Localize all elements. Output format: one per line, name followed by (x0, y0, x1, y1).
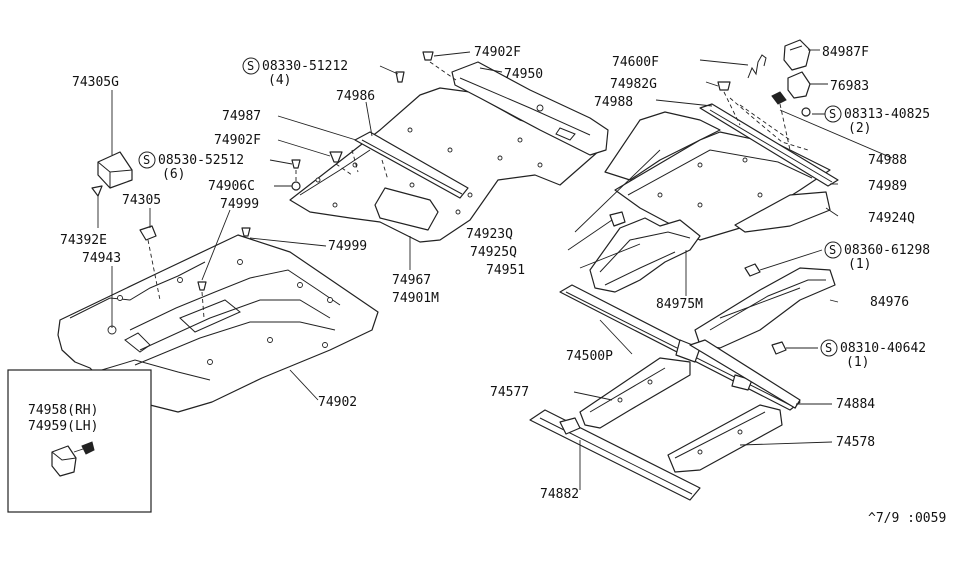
label-74901M: 74901M (392, 291, 439, 306)
label-74305G: 74305G (72, 75, 119, 90)
label-08310-qty: (1) (846, 355, 869, 370)
bolt-08360-61298 (744, 263, 761, 277)
label-74578: 74578 (836, 435, 875, 450)
svg-text:S: S (829, 243, 836, 257)
label-74943: 74943 (82, 251, 121, 266)
label-08330-qty: (4) (268, 73, 291, 88)
label-08530-qty: (6) (162, 167, 185, 182)
label-74951: 74951 (486, 263, 525, 278)
leader-lines (97, 49, 893, 490)
cap-74982G (717, 81, 741, 126)
label-74884: 74884 (836, 397, 875, 412)
rail-74884 (689, 339, 801, 409)
label-74923Q: 74923Q (466, 227, 513, 242)
label-74902: 74902 (318, 395, 357, 410)
label-76983: 76983 (830, 79, 869, 94)
label-74982G: 74982G (610, 77, 657, 92)
label-08360-qty: (1) (848, 257, 871, 272)
label-74392E: 74392E (60, 233, 107, 248)
bolt-08310-40642 (771, 341, 787, 355)
insulator-74950 (451, 61, 609, 156)
label-74882: 74882 (540, 487, 579, 502)
label-74305: 74305 (122, 193, 161, 208)
dashed-guides-center (295, 149, 389, 182)
label-74924Q: 74924Q (868, 211, 915, 226)
label-74986: 74986 (336, 89, 375, 104)
label-74902F-top: 74902F (474, 45, 521, 60)
dashed-guides-right (729, 97, 809, 151)
label-74999-center: 74999 (328, 239, 367, 254)
screw-symbol-08530: S (138, 151, 156, 169)
label-74500P: 74500P (566, 349, 613, 364)
clip-74392E (91, 185, 103, 197)
svg-text:S: S (143, 153, 150, 167)
rail-74578 (667, 404, 783, 473)
clip-74902F-mid (329, 151, 353, 176)
harness-74600F (747, 54, 767, 79)
bracket-84987F (783, 39, 811, 71)
label-08313-40825: 08313-40825 (844, 107, 930, 122)
label-74987: 74987 (222, 109, 261, 124)
label-08360-61298: 08360-61298 (844, 243, 930, 258)
clip-74305 (139, 225, 161, 301)
label-74925Q: 74925Q (470, 245, 517, 260)
diagram-code: ^7/9 :0059 (868, 511, 946, 526)
floor-panel-74902 (57, 234, 379, 413)
label-74988-right: 74988 (868, 153, 907, 168)
svg-text:S: S (825, 341, 832, 355)
clip-74951 (609, 211, 626, 227)
screw-08530-52512 (291, 159, 301, 169)
part-labels: 74305G 74305 74392E 74943 74958(RH) 7495… (28, 45, 946, 526)
svg-text:S: S (829, 107, 836, 121)
label-74999-left: 74999 (220, 197, 259, 212)
screw-symbol-08313: S (824, 105, 842, 123)
screw-symbol-08360: S (824, 241, 842, 259)
floor-mat-74923Q (604, 111, 721, 181)
label-74988-top: 74988 (594, 95, 633, 110)
label-74967: 74967 (392, 273, 431, 288)
svg-text:S: S (247, 59, 254, 73)
grommet-74906C (291, 181, 301, 191)
screw-symbol-08330: S (242, 57, 260, 75)
label-74577: 74577 (490, 385, 529, 400)
label-74958: 74958(RH) (28, 403, 98, 418)
member-84976 (694, 267, 836, 349)
label-84976: 84976 (870, 295, 909, 310)
label-08530-52512: 08530-52512 (158, 153, 244, 168)
clip-74902F-top (422, 51, 457, 81)
inset-box-74958-74959 (7, 369, 152, 513)
grommet-74999-left (197, 281, 207, 319)
label-84987F: 84987F (822, 45, 869, 60)
label-08310-40642: 08310-40642 (840, 341, 926, 356)
screw-symbol-08310: S (820, 339, 838, 357)
label-08313-qty: (2) (848, 121, 871, 136)
insulator-74967 (289, 87, 601, 243)
screw-08330-51212 (395, 71, 405, 83)
label-74950: 74950 (504, 67, 543, 82)
bracket-76983 (771, 71, 811, 105)
bracket-74305G (97, 151, 133, 189)
floor-mat-74924Q (614, 131, 831, 241)
strip-74986 (354, 131, 469, 199)
label-74906C: 74906C (208, 179, 255, 194)
label-08330-51212: 08330-51212 (262, 59, 348, 74)
rail-74577 (579, 357, 691, 429)
crossmember-74500P (559, 284, 801, 411)
label-74959: 74959(LH) (28, 419, 98, 434)
label-84975M: 84975M (656, 297, 703, 312)
crossmember-74882 (529, 409, 701, 501)
label-74902F-mid: 74902F (214, 133, 261, 148)
grommet-74999-center (241, 227, 251, 237)
label-74600F: 74600F (612, 55, 659, 70)
screw-08313-40825 (801, 107, 811, 117)
bracket-84975M (589, 217, 701, 293)
label-74989: 74989 (868, 179, 907, 194)
